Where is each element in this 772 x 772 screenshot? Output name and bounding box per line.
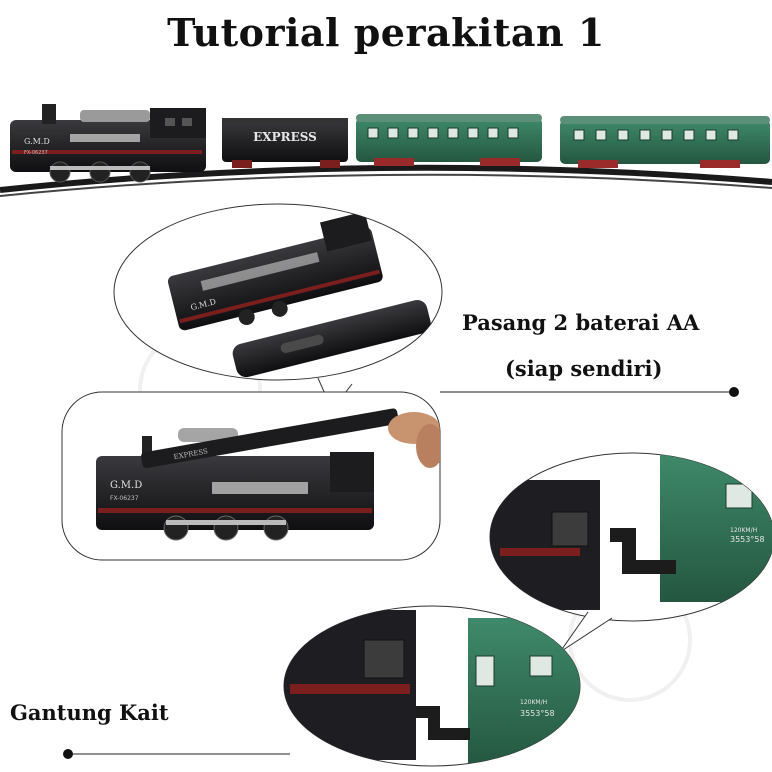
coupler-detail-hooked: 120KM/H 3553°58 <box>283 605 581 767</box>
svg-text:FX-06237: FX-06237 <box>24 150 48 156</box>
coupler-hook-connected <box>416 706 470 740</box>
locomotive-model: FX-06237 <box>110 495 139 502</box>
battery-caption-line1: Pasang 2 baterai AA <box>462 310 700 335</box>
hook-caption: Gantung Kait <box>10 700 169 725</box>
tender-label: EXPRESS <box>253 130 317 144</box>
svg-text:120KM/H: 120KM/H <box>520 699 547 706</box>
locomotive-brand: G.M.D <box>110 480 142 491</box>
coupler-detail-separate: 120KM/H 3553°58 <box>489 452 772 653</box>
svg-text:3553°58: 3553°58 <box>520 709 555 718</box>
full-train: G.M.D FX-06237 EXPRESS <box>0 104 772 197</box>
tender-car: EXPRESS <box>222 118 348 168</box>
open-lid-bubble: G.M.D FX-06237 EXPRESS <box>61 391 441 561</box>
battery-pointer <box>440 387 739 397</box>
page-title: Tutorial perakitan 1 <box>167 10 605 55</box>
track <box>0 164 772 193</box>
coupler-hook <box>610 528 676 574</box>
coach-number-line2: 3553°58 <box>730 535 765 544</box>
battery-compartment-bubble: G.M.D <box>113 203 443 411</box>
locomotive-brand-top: G.M.D <box>24 137 50 146</box>
battery-caption-line2: (siap sendiri) <box>505 356 663 381</box>
coach-number-line1: 120KM/H <box>730 527 757 534</box>
locomotive: G.M.D FX-06237 <box>10 104 206 183</box>
coach-car-2 <box>560 116 770 168</box>
coach-car-1 <box>356 114 542 166</box>
hook-pointer <box>63 749 290 759</box>
